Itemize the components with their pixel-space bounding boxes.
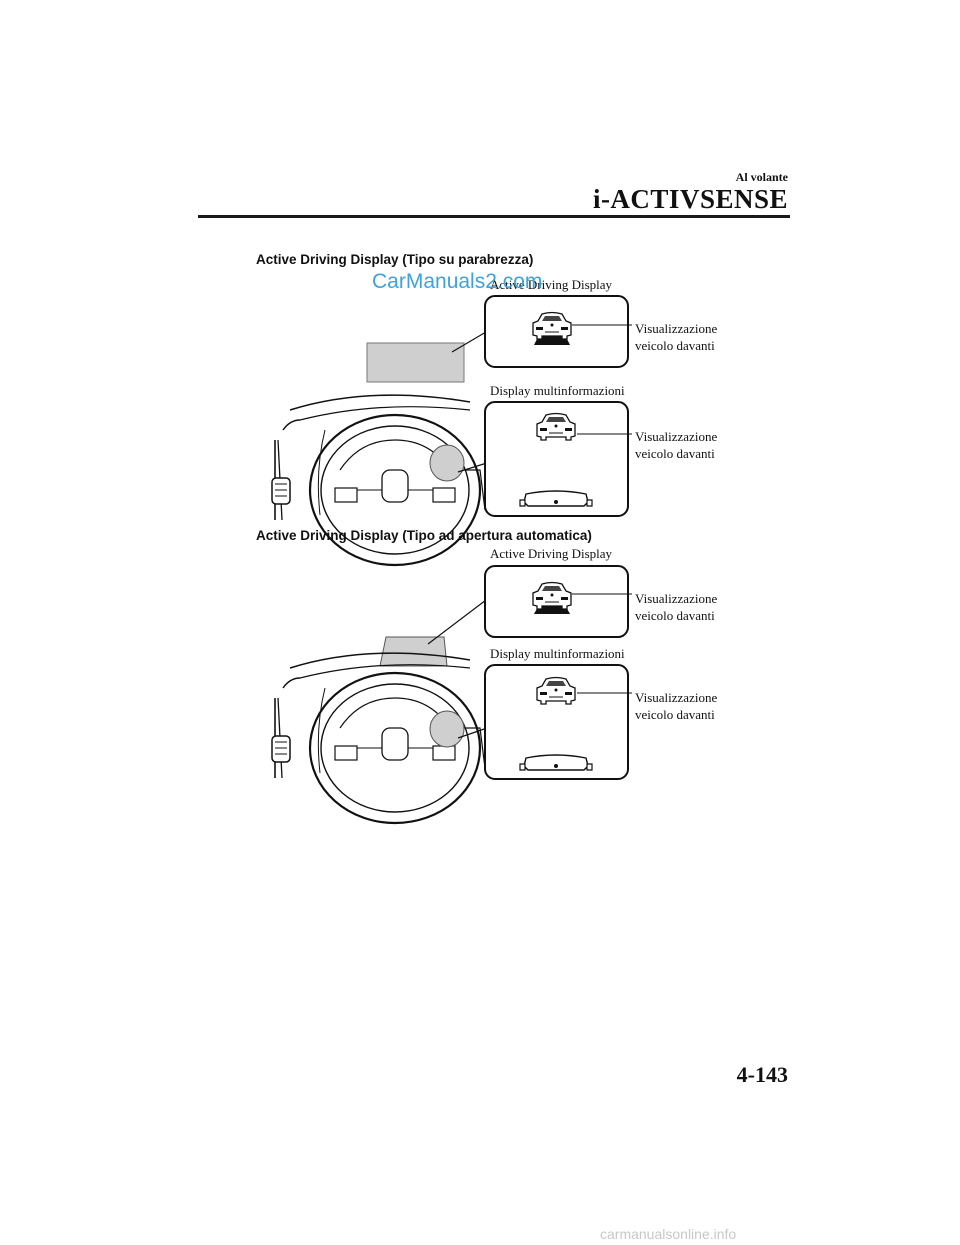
section-name: Al volante: [735, 170, 788, 184]
figure-2-cluster-callout-line-2: veicolo davanti: [635, 707, 715, 722]
figure-2-hud-callout-line-2: veicolo davanti: [635, 608, 715, 623]
watermark-logo: CarManuals2.com: [372, 270, 543, 293]
cluster-highlight: [429, 444, 465, 482]
figure-1-cluster-callout-line-1: Visualizzazione: [635, 429, 718, 444]
figure-1-heading: Active Driving Display (Tipo su parabrez…: [256, 252, 534, 267]
footer-source: carmanualsonline.info: [600, 1226, 737, 1242]
figure-2-cluster-label: Display multinformazioni: [490, 646, 625, 661]
figure-1-hud-label: Active Driving Display: [490, 277, 613, 292]
cluster-highlight: [429, 710, 465, 748]
popup-hud-panel: [379, 636, 448, 667]
figure-2-hud-label: Active Driving Display: [490, 546, 613, 561]
cluster-callout-box: [484, 401, 629, 517]
figure-2-cluster-callout-line-1: Visualizzazione: [635, 690, 718, 705]
figure-2-illustration: [270, 565, 632, 825]
figure-1-cluster-callout-line-2: veicolo davanti: [635, 446, 715, 461]
header-rule: [198, 215, 790, 218]
figure-2-heading: Active Driving Display (Tipo ad apertura…: [256, 528, 592, 543]
page-title: i-ACTIVSENSE: [592, 184, 788, 214]
figure-1-illustration: [270, 295, 632, 567]
figure-1-hud-callout-line-2: veicolo davanti: [635, 338, 715, 353]
windshield-hud-area: [366, 342, 465, 383]
figure-2-hud-callout-line-1: Visualizzazione: [635, 591, 718, 606]
figure-1-hud-callout-line-1: Visualizzazione: [635, 321, 718, 336]
figure-1-cluster-label: Display multinformazioni: [490, 383, 625, 398]
page-number: 4-143: [736, 1062, 788, 1087]
